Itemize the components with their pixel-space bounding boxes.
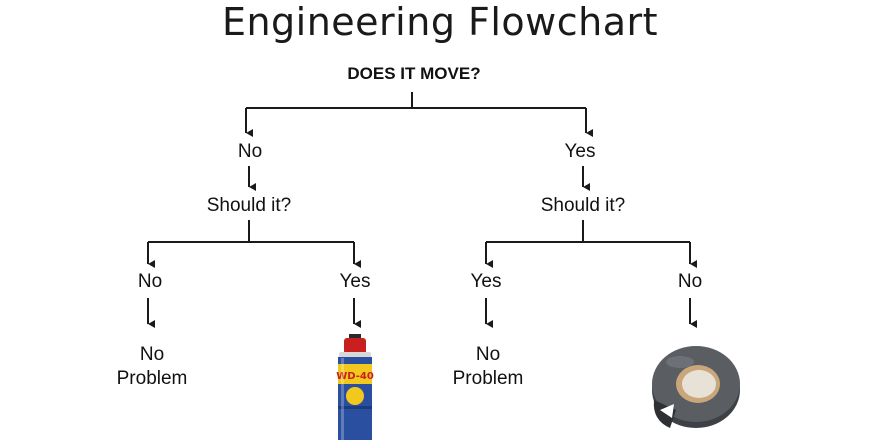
root-question: DOES IT MOVE? — [347, 64, 481, 83]
wd-40-can-icon: WD-40 — [336, 334, 374, 440]
right-yes-answer: Yes — [470, 271, 502, 292]
left-yes-answer: Yes — [339, 271, 371, 292]
no-problem-line2: Problem — [452, 368, 524, 389]
branch-no-label: No — [237, 141, 263, 162]
branch-yes-label: Yes — [564, 141, 596, 162]
right-should-it-question: Should it? — [540, 195, 626, 216]
wd-40-can-label: WD-40 — [336, 371, 374, 382]
page-title: Engineering Flowchart — [221, 0, 659, 44]
no-problem-line1: No — [139, 344, 165, 365]
duct-tape-roll-icon — [652, 346, 740, 428]
left-no-problem-result: No Problem — [117, 343, 188, 391]
right-no-answer: No — [677, 271, 703, 292]
no-problem-line2: Problem — [116, 368, 188, 389]
right-no-problem-result: No Problem — [453, 343, 524, 391]
left-no-answer: No — [137, 271, 163, 292]
no-problem-line1: No — [475, 344, 501, 365]
left-should-it-question: Should it? — [206, 195, 292, 216]
